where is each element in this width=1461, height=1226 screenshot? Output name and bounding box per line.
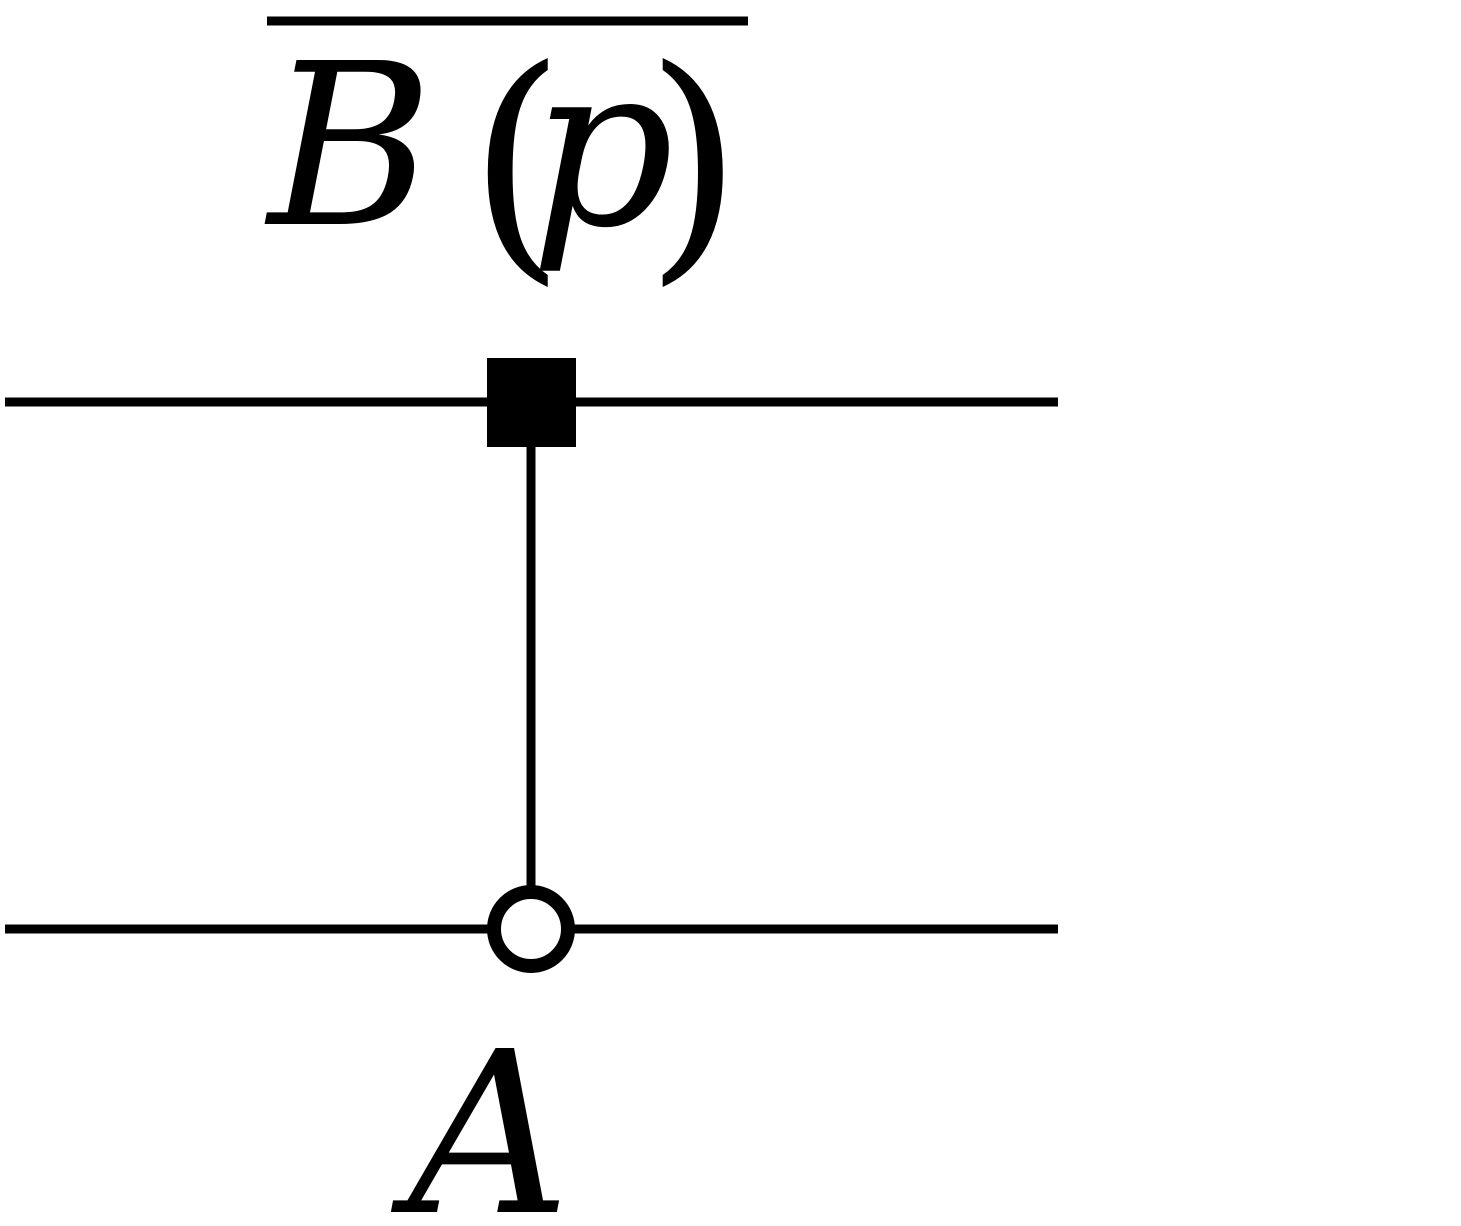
top-label: B ( p ) — [264, 16, 748, 307]
label-open-paren: ( — [468, 16, 566, 307]
label-arg: p — [530, 16, 674, 278]
filled-square-control — [487, 358, 576, 447]
bottom-label: A — [390, 1004, 571, 1226]
label-close-paren: ) — [645, 16, 743, 307]
label-func: B — [264, 16, 433, 278]
open-circle-control — [487, 885, 575, 973]
